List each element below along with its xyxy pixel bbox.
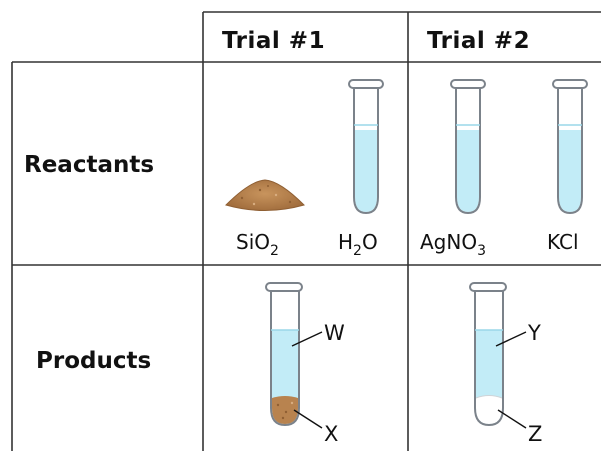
header-trial-2: Trial #2 [427,28,530,54]
formula-kcl: KCl [547,230,579,254]
label-w: W [324,321,345,345]
product-tube-trial-1 [265,282,303,427]
sand-pile-icon [225,179,305,211]
test-tube-icon [450,79,486,215]
row-label-products: Products [36,348,151,374]
test-tube-icon [552,79,588,215]
label-y: Y [527,321,541,345]
table-grid [11,11,601,451]
label-x: X [324,422,338,446]
leader-line-z [497,409,527,429]
leader-line-x [293,409,323,429]
test-tube-icon [348,79,384,215]
product-tube-trial-2 [469,282,507,427]
leader-line-w [291,331,323,347]
row-label-reactants: Reactants [24,152,154,178]
label-z: Z [528,422,542,446]
formula-sio2: SiO2 [236,230,279,259]
header-trial-1: Trial #1 [222,28,325,54]
formula-h2o: H2O [338,230,378,259]
leader-line-y [495,331,527,347]
formula-agno3: AgNO3 [420,230,486,259]
